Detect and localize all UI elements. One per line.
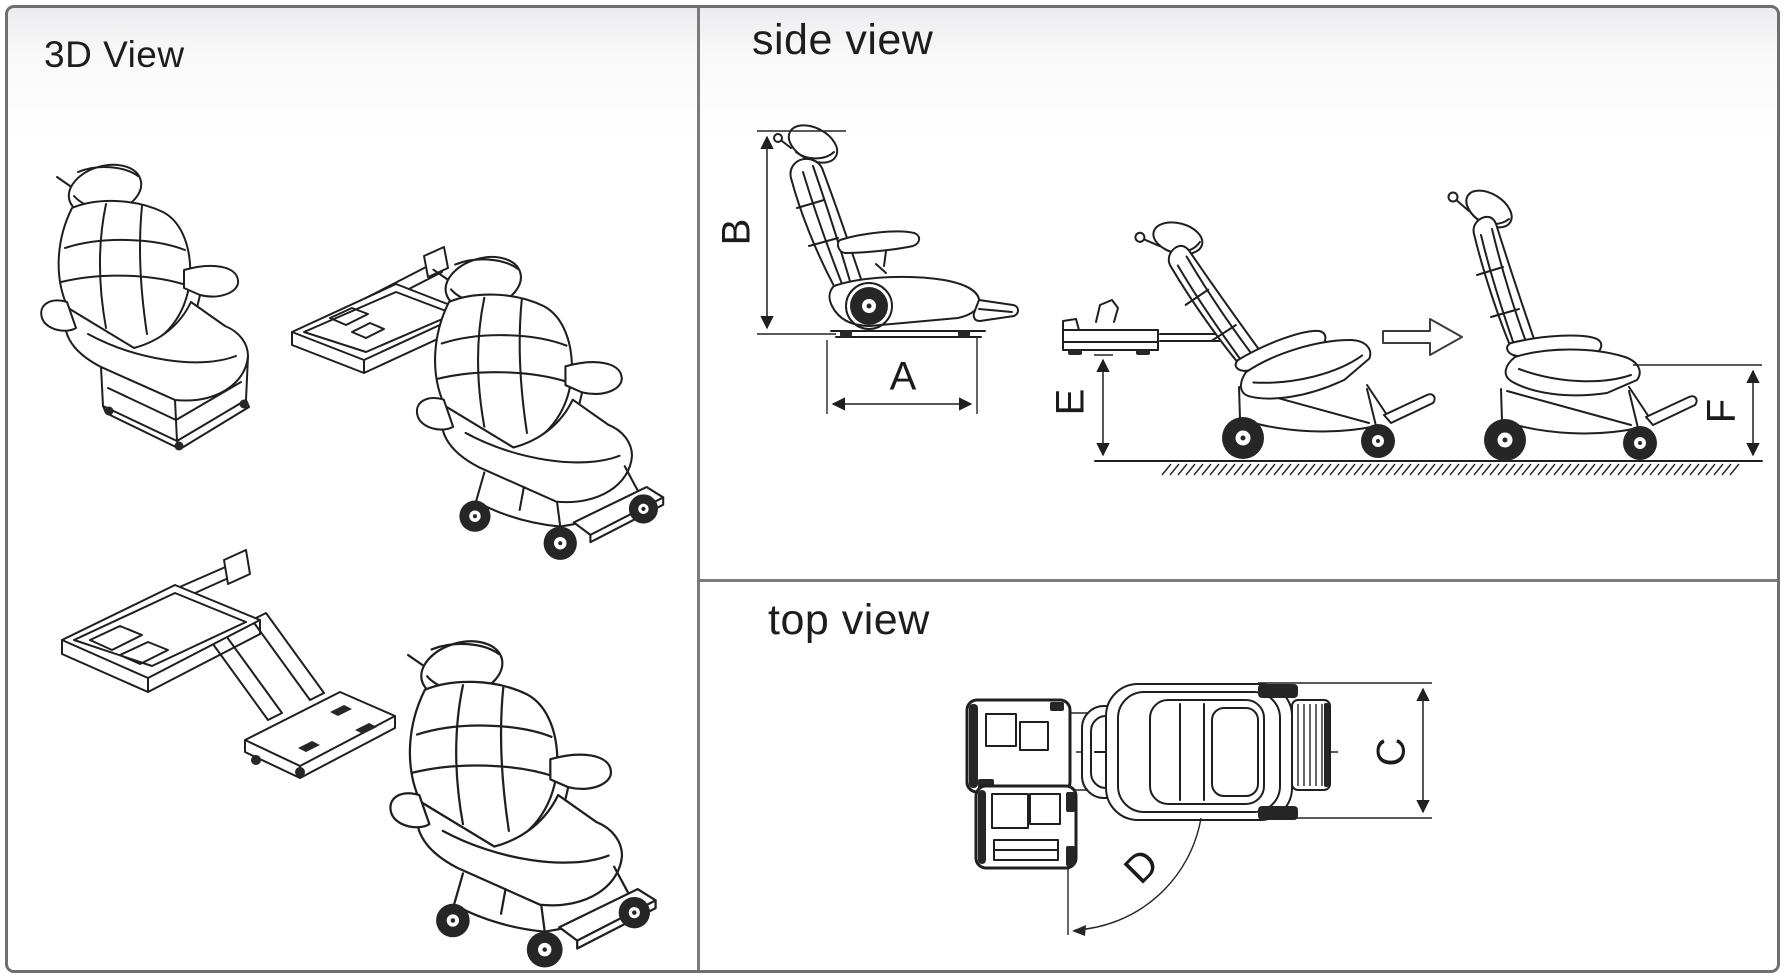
dimension-label-b: B [714, 218, 759, 246]
dimension-label-e: E [1048, 388, 1093, 416]
sheet-border [5, 5, 1780, 973]
dimension-label-c: C [1369, 737, 1414, 767]
panel-title-side-view: side view [752, 16, 934, 64]
panel-divider-horizontal [700, 579, 1777, 582]
dimension-label-a: A [889, 354, 917, 399]
dimension-D-arc [1067, 817, 1202, 936]
panel-title-top-view: top view [768, 596, 930, 644]
transform-direction-arrow [1382, 318, 1463, 356]
panel-divider-vertical [697, 8, 700, 970]
dimension-E-lines [1094, 354, 1113, 457]
dimension-F-lines [1633, 364, 1762, 457]
figure-seat-top-view [1076, 683, 1338, 821]
figure-ground-line [1094, 460, 1763, 476]
figure-seat-docked-on-base [40, 155, 250, 452]
dimension-label-f: F [1699, 398, 1744, 424]
dimension-B-lines [757, 130, 846, 335]
dimension-A-lines [826, 336, 978, 414]
figure-docking-base-top [965, 698, 1112, 870]
figure-wheelchair-side [1447, 182, 1698, 462]
figure-chair-on-platform-side [1130, 168, 1436, 460]
dimension-C-lines [1258, 682, 1432, 819]
figure-detached-wheelchair [389, 631, 657, 969]
figure-seat-raised-on-transfer-platform [291, 246, 665, 561]
figure-transfer-platform-mechanism [61, 549, 396, 779]
figure-side-seat-docked [773, 124, 1019, 338]
panel-title-3d-view: 3D View [44, 34, 185, 75]
